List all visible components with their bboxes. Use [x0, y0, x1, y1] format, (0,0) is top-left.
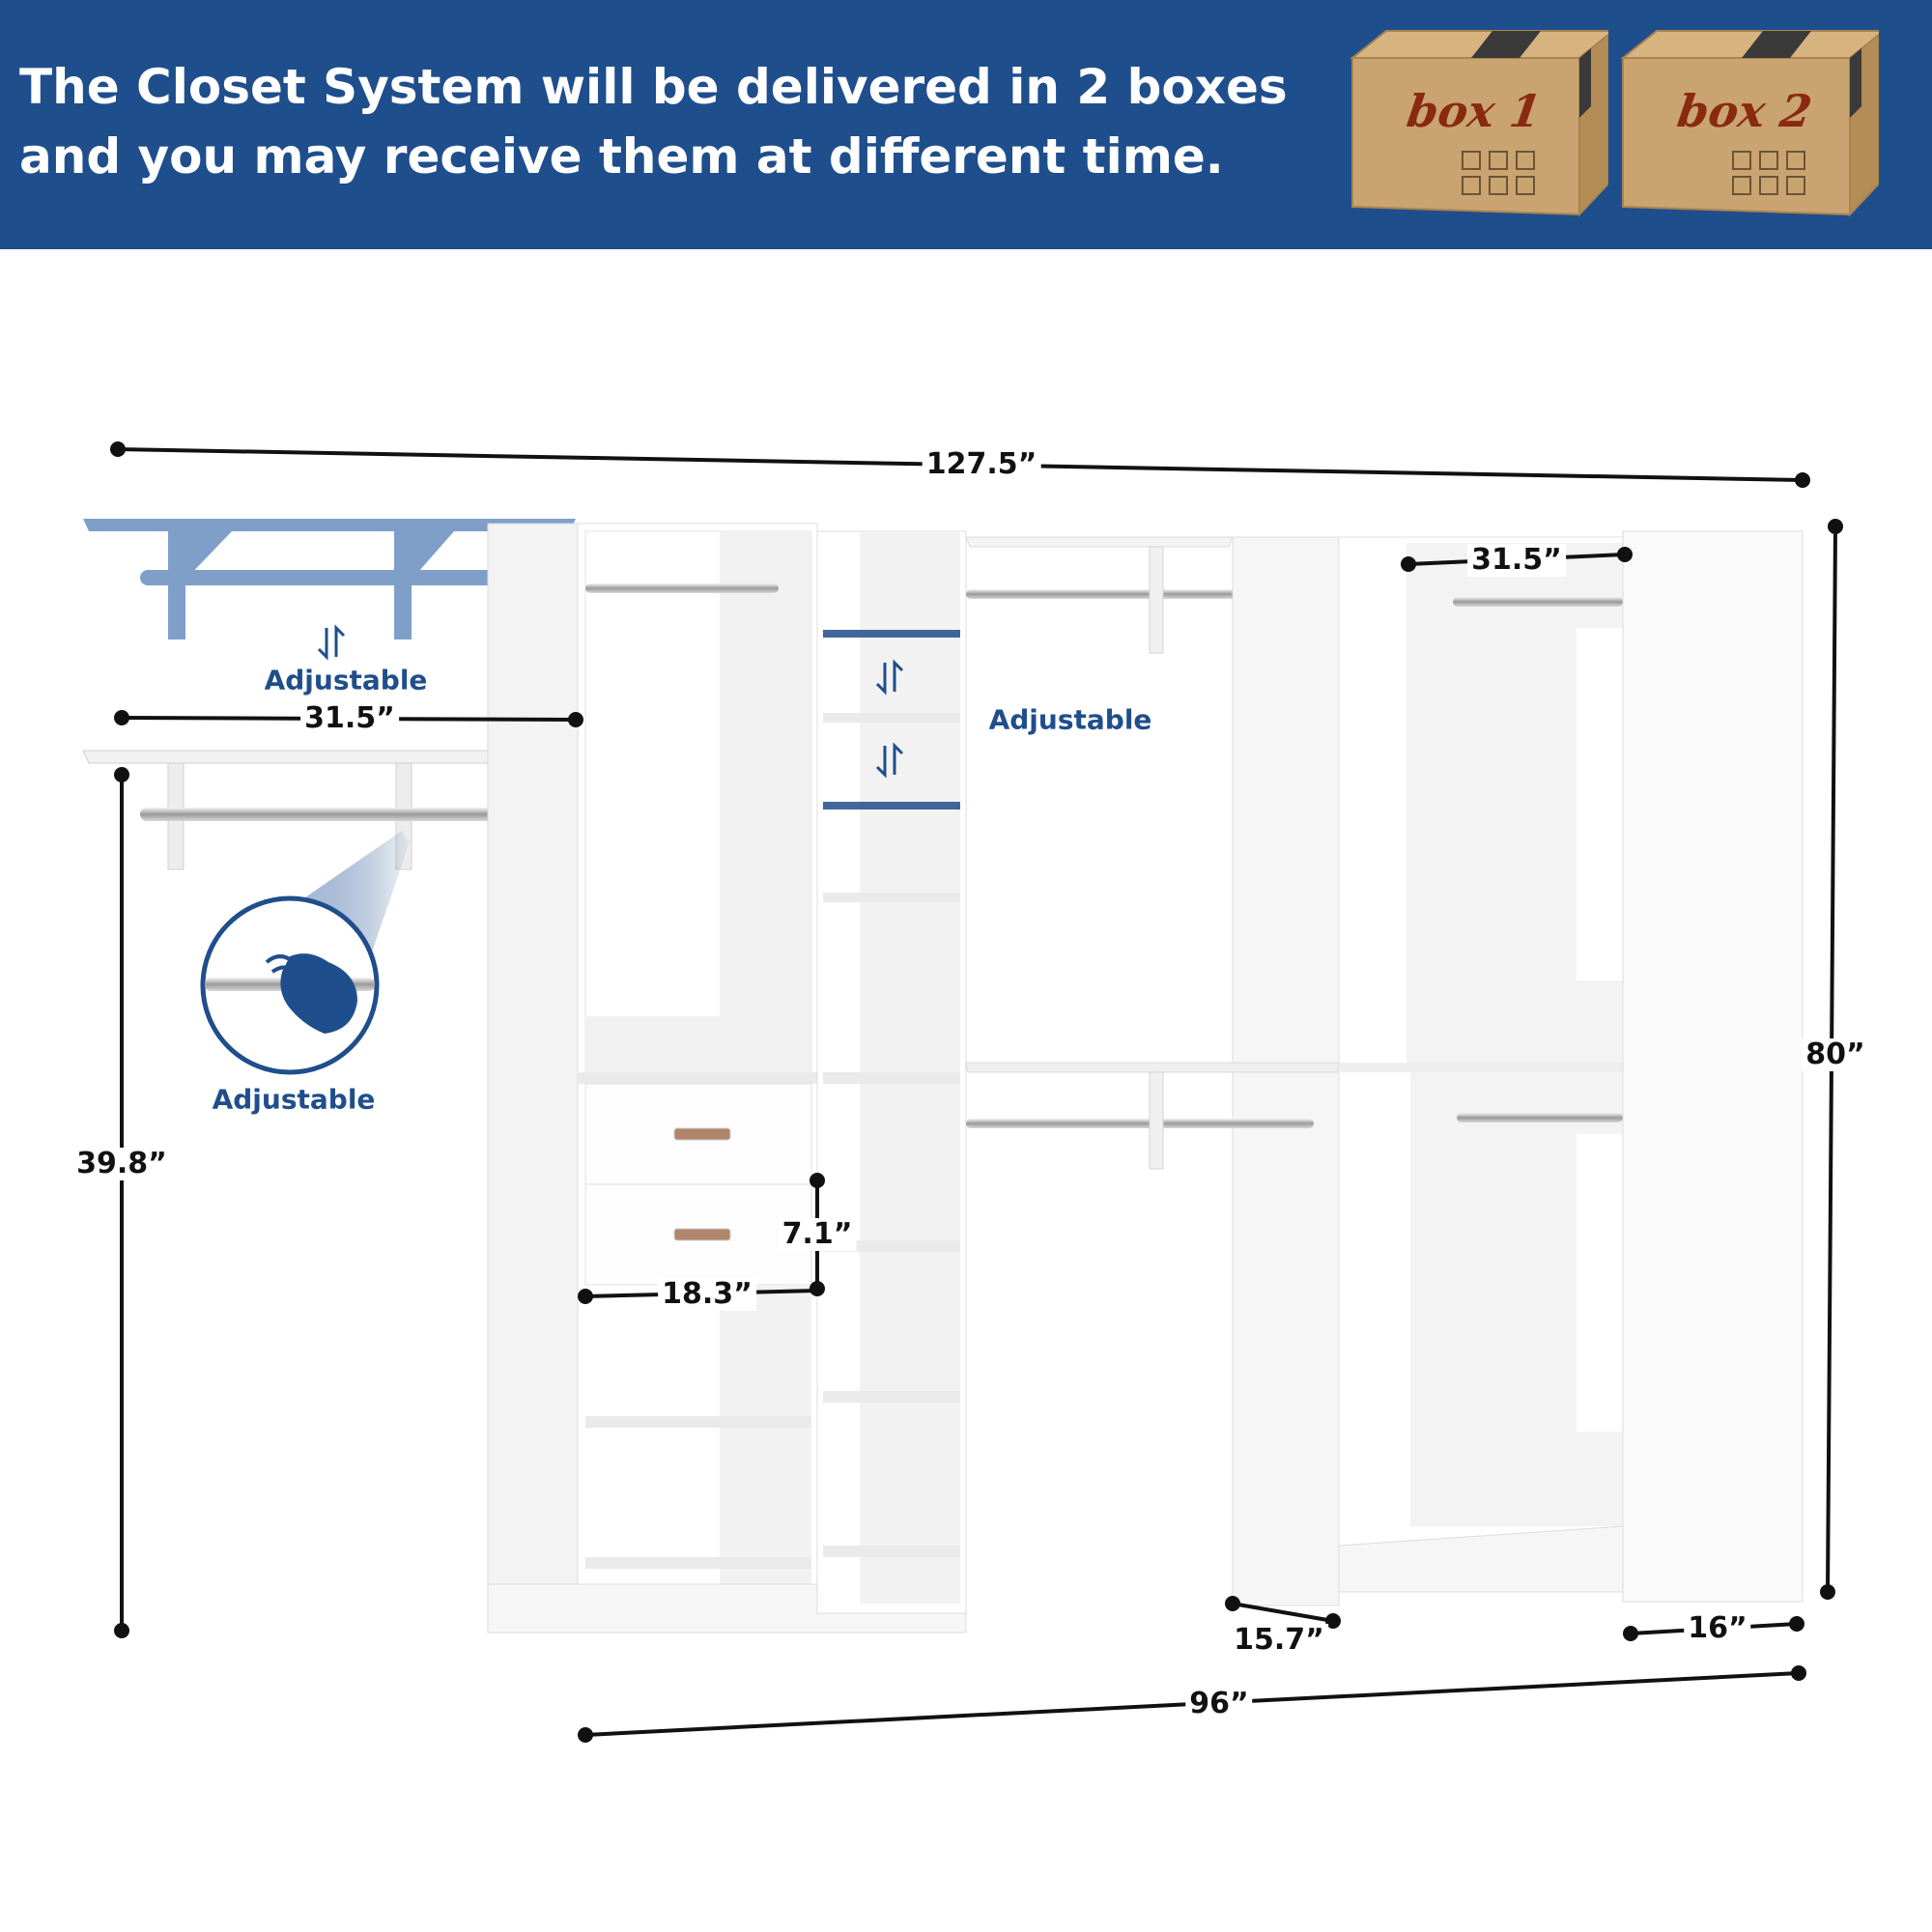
dimension-drawer-width: 18.3” [658, 1278, 756, 1311]
dimension-depth-right: 16” [1684, 1612, 1751, 1645]
up-down-arrows-icon [317, 624, 904, 779]
dimension-shelf-width: 31.5” [300, 702, 399, 735]
delivery-banner: The Closet System will be delivered in 2… [0, 0, 1932, 249]
hand-grip-icon [200, 895, 380, 1075]
left-tower [487, 523, 967, 1634]
dimension-height: 80” [1802, 1038, 1869, 1071]
dimension-depth-left: 15.7” [1230, 1624, 1328, 1657]
dimension-rod-height: 39.8” [72, 1148, 171, 1180]
adjustable-label-rod: Adjustable [212, 1083, 376, 1116]
handling-symbols [1462, 151, 1541, 195]
handling-symbols [1732, 151, 1811, 195]
banner-line-1: The Closet System will be delivered in 2… [19, 59, 1288, 115]
dimension-corner-width: 31.5” [1467, 544, 1566, 577]
banner-line-2: and you may receive them at different ti… [19, 128, 1224, 185]
corner-section [1338, 530, 1804, 1603]
banner-text: The Closet System will be delivered in 2… [19, 52, 1294, 191]
dimension-total-width: 127.5” [922, 448, 1041, 481]
adjustable-label-middle: Adjustable [988, 703, 1152, 736]
adjustable-shelf-ghost [83, 519, 576, 639]
dimension-base-width: 96” [1185, 1688, 1253, 1720]
adjustable-label-top-shelf: Adjustable [264, 664, 428, 696]
dimension-drawer-height: 7.1” [778, 1218, 857, 1251]
shelf-tower [816, 530, 967, 1614]
magnifier-beam [290, 831, 410, 966]
middle-hanging-section [965, 536, 1340, 1606]
